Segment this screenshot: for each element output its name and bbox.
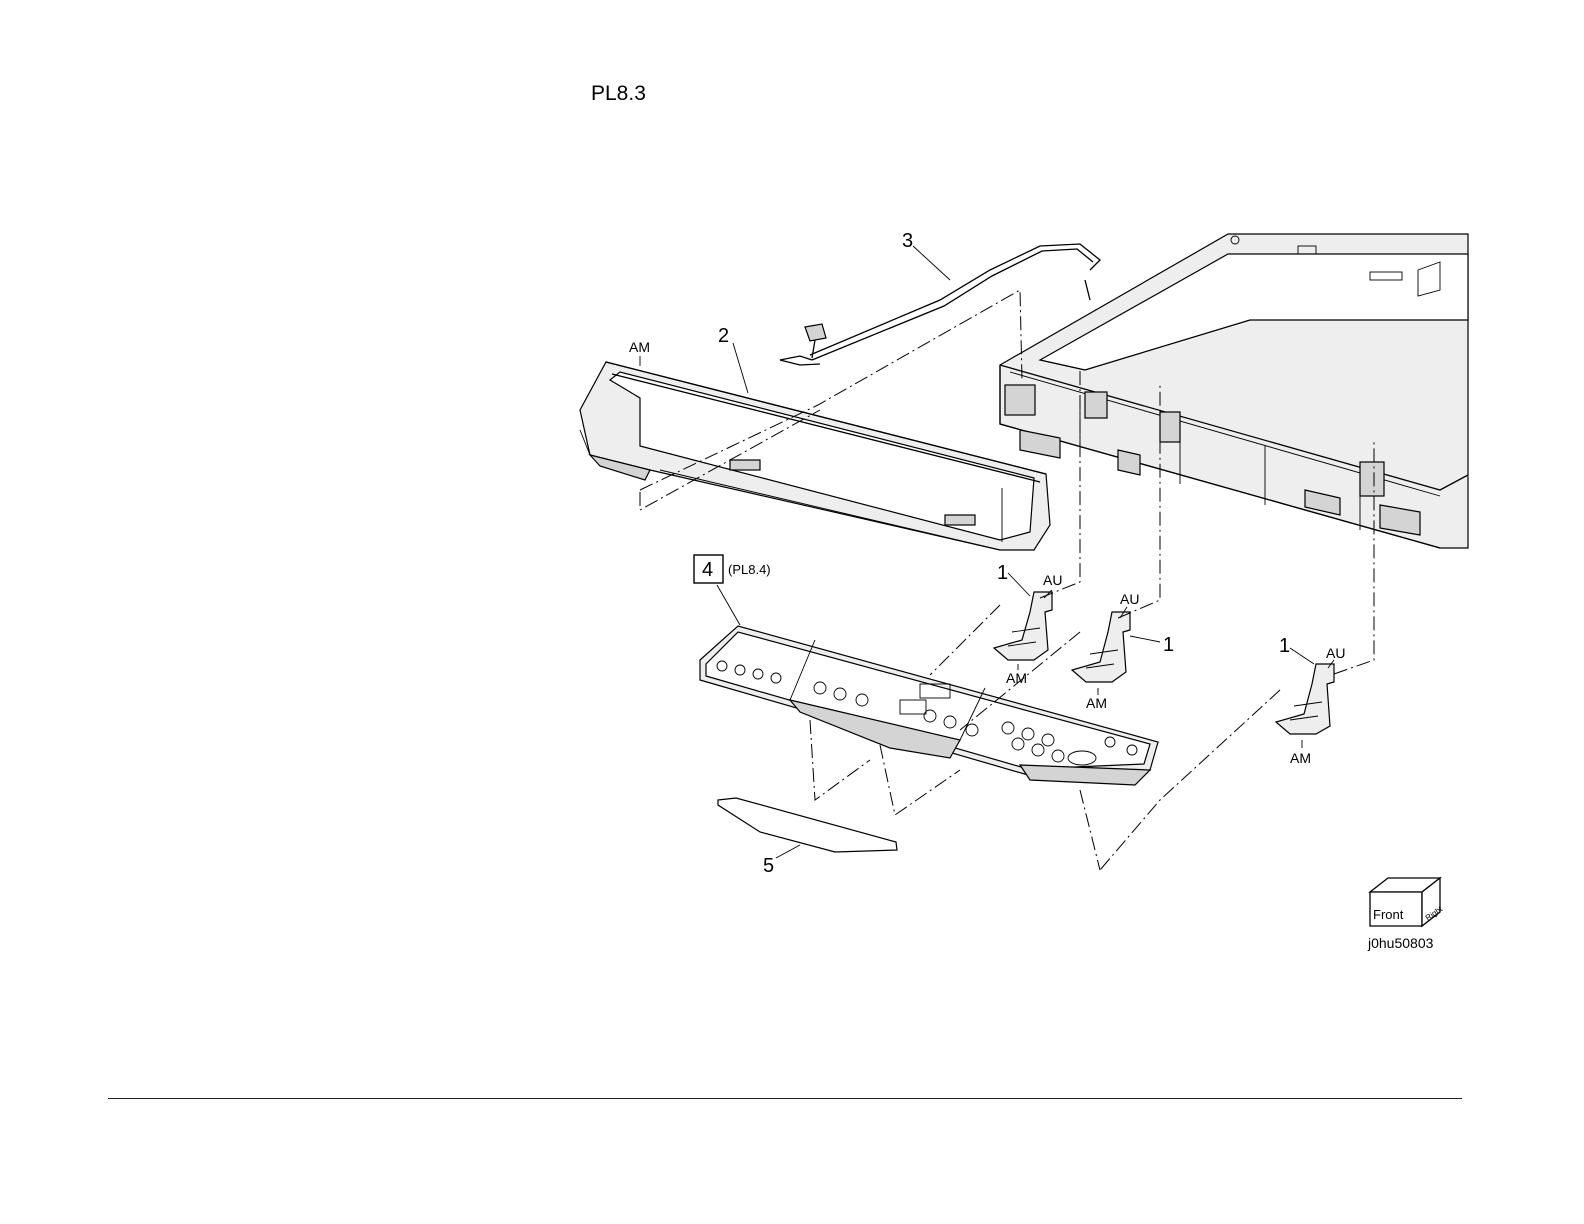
- code-am-b: AM: [1086, 695, 1107, 711]
- code-au-b: AU: [1120, 591, 1139, 607]
- code-am-c: AM: [1290, 750, 1311, 766]
- code-am-a: AM: [1006, 670, 1027, 686]
- callout-4-reference: (PL8.4): [728, 562, 771, 577]
- code-am-cover: AM: [629, 339, 650, 355]
- cube-front-label: Front: [1373, 907, 1404, 922]
- callout-4: 4: [702, 559, 713, 581]
- code-au-c: AU: [1326, 645, 1345, 661]
- callout-2: 2: [718, 325, 729, 347]
- callout-1-b: 1: [1163, 634, 1174, 656]
- callout-1-c: 1: [1279, 635, 1290, 657]
- callout-1-a: 1: [997, 562, 1008, 584]
- scanner-frame: [1000, 234, 1468, 548]
- figure-id: j0hu50803: [1367, 935, 1434, 951]
- part-1-bracket-a: [994, 592, 1052, 660]
- part-1-bracket-b: [1072, 612, 1130, 682]
- callout-3: 3: [902, 230, 913, 252]
- part-1-bracket-c: [1276, 664, 1334, 734]
- footer-divider: [108, 1098, 1462, 1099]
- part-2-front-cover: [580, 362, 1050, 550]
- part-5-panel-strip: [718, 798, 897, 852]
- orientation-cube: Front Right: [1370, 878, 1445, 926]
- callout-5: 5: [763, 855, 774, 877]
- code-au-a: AU: [1043, 572, 1062, 588]
